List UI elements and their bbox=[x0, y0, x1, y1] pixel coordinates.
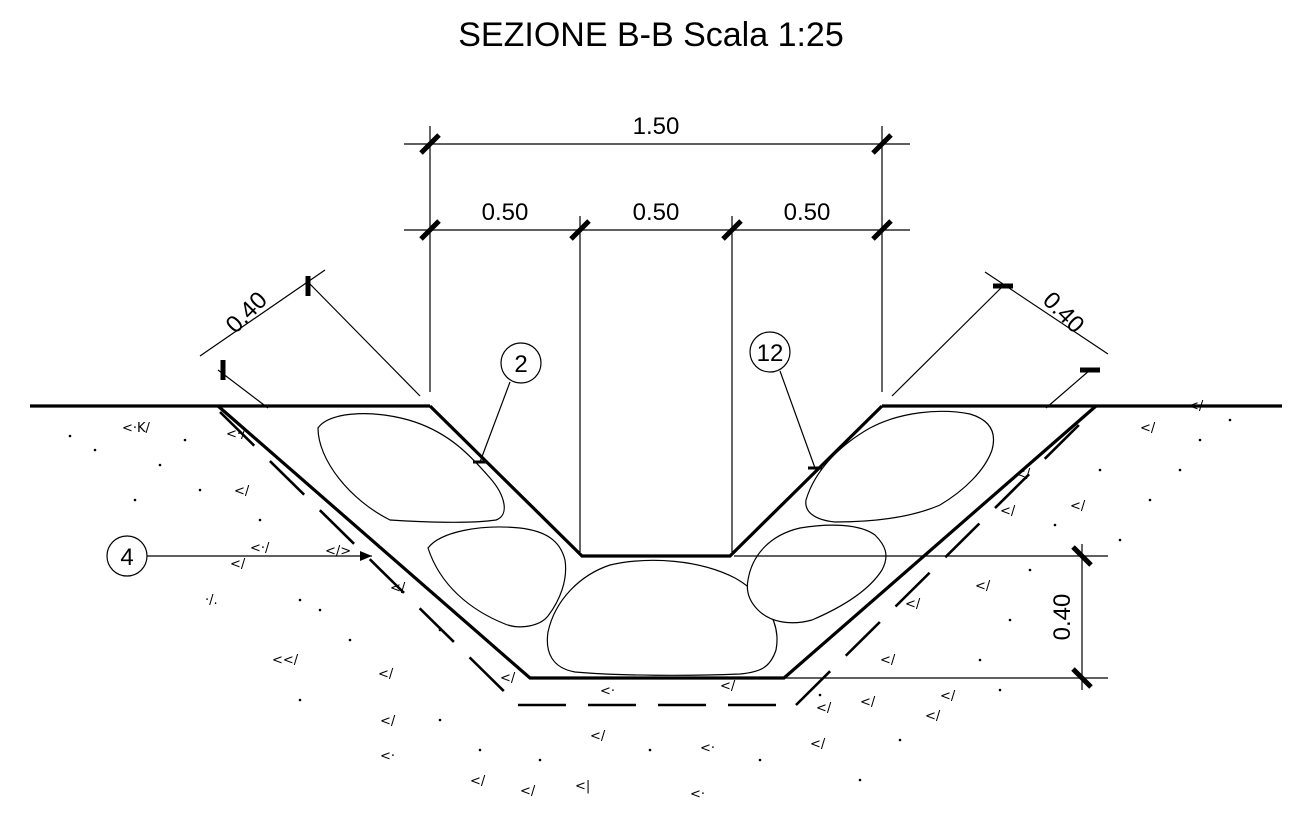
svg-text:</: </ bbox=[810, 737, 826, 752]
callout-2-label: 2 bbox=[514, 351, 527, 378]
left-slope-dimension: 0.40 bbox=[199, 269, 421, 409]
svg-text:</: </ bbox=[500, 671, 516, 686]
svg-text:<·K/: <·K/ bbox=[122, 421, 151, 436]
stone-left-lower bbox=[427, 526, 567, 628]
dimension-label-middle: 0.50 bbox=[633, 199, 680, 226]
svg-text:<·: <· bbox=[380, 749, 395, 764]
svg-text:<·/: <·/ bbox=[250, 541, 270, 556]
dimension-label-slope-right: 0.40 bbox=[1037, 287, 1089, 339]
svg-text:</: </ bbox=[1140, 421, 1156, 436]
svg-text:</: </ bbox=[816, 701, 832, 716]
svg-text:</: </ bbox=[1015, 467, 1031, 482]
svg-text:<·: <· bbox=[690, 787, 705, 802]
svg-text:</: </ bbox=[880, 653, 896, 668]
callout-4: 4 bbox=[106, 535, 372, 577]
svg-text:</: </ bbox=[720, 679, 736, 694]
callout-4-label: 4 bbox=[120, 544, 133, 571]
svg-text:<·/: <·/ bbox=[226, 427, 246, 442]
stone-right-lower bbox=[746, 524, 887, 624]
svg-text:</: </ bbox=[390, 581, 406, 596]
stone-center-bottom bbox=[546, 559, 778, 676]
svg-text:</: </ bbox=[378, 667, 394, 682]
dimension-label-total: 1.50 bbox=[633, 113, 680, 140]
stone-left-upper bbox=[317, 413, 505, 523]
stone-right-upper bbox=[805, 410, 995, 523]
svg-text:</: </ bbox=[1070, 499, 1086, 514]
svg-text:</: </ bbox=[975, 579, 991, 594]
svg-text:</: </ bbox=[520, 784, 536, 799]
svg-text:<|: <| bbox=[575, 779, 590, 794]
svg-text:</: </ bbox=[940, 689, 956, 704]
svg-text:</: </ bbox=[1000, 504, 1016, 519]
right-depth-dimension: 0.40 bbox=[734, 544, 1108, 690]
dimension-label-left: 0.50 bbox=[482, 199, 529, 226]
drawing-title: SEZIONE B-B Scala 1:25 bbox=[458, 16, 844, 54]
svg-text:</>: </> bbox=[325, 544, 351, 559]
channel-inner-profile bbox=[428, 404, 884, 558]
svg-text:</: </ bbox=[1188, 399, 1204, 414]
riprap-stones bbox=[317, 410, 995, 676]
svg-text:</: </ bbox=[860, 695, 876, 710]
callout-12-label: 12 bbox=[757, 340, 784, 367]
svg-text:<·: <· bbox=[600, 684, 615, 699]
svg-text:</: </ bbox=[925, 709, 941, 724]
svg-text:<·: <· bbox=[700, 741, 715, 756]
svg-text:·/.: ·/. bbox=[205, 593, 218, 608]
callout-12: 12 bbox=[749, 331, 822, 470]
excavation-outer-profile bbox=[216, 404, 1098, 680]
right-slope-dimension: 0.40 bbox=[891, 271, 1109, 409]
soil-hatching: <·K/ <·/ </ </ <·/ </> ·/. </ <</ </ </ … bbox=[122, 399, 1204, 802]
geotextile-dashed-line bbox=[219, 411, 1093, 707]
dimension-label-slope-left: 0.40 bbox=[221, 287, 273, 339]
svg-text:</: </ bbox=[590, 729, 606, 744]
top-dimension-chain: 1.50 0.50 0.50 0.50 bbox=[404, 113, 910, 552]
dimension-label-right: 0.50 bbox=[784, 199, 831, 226]
callout-2: 2 bbox=[473, 342, 542, 464]
svg-text:<</: <</ bbox=[272, 653, 299, 668]
dimension-label-depth: 0.40 bbox=[1049, 594, 1076, 641]
svg-text:</: </ bbox=[380, 714, 396, 729]
soil-dots bbox=[68, 418, 1232, 782]
svg-text:</: </ bbox=[470, 774, 486, 789]
svg-text:</: </ bbox=[230, 557, 246, 572]
svg-text:</: </ bbox=[234, 484, 250, 499]
svg-text:</: </ bbox=[905, 597, 921, 612]
